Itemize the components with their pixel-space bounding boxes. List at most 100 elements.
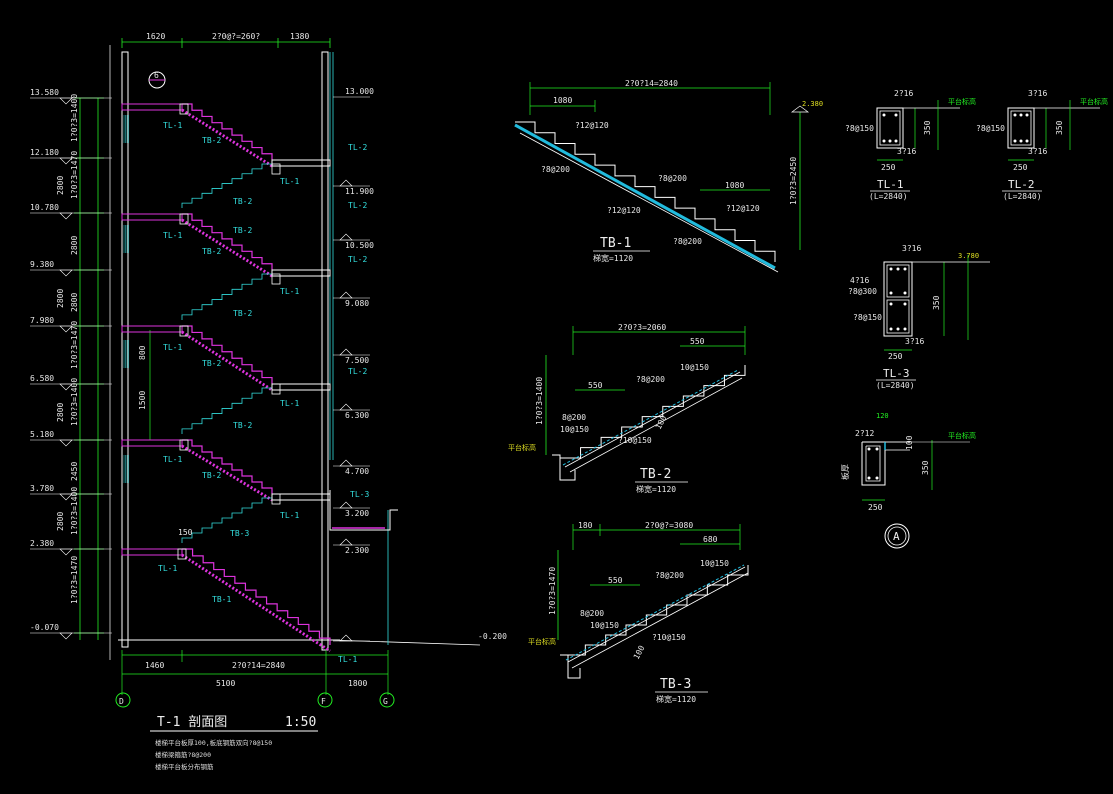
left-dim-a-1: 1?0?3=1470 xyxy=(70,151,79,199)
tb-label-5: TB-3 xyxy=(230,529,249,538)
elev-left-0: 13.580 xyxy=(30,88,59,97)
elev-right-0: 11.900 xyxy=(345,187,374,196)
tb-label-2: TB-2 xyxy=(202,359,221,368)
tl2-title: TL-2 xyxy=(1008,178,1035,191)
left-dim-texts: 1?0?3=14001?0?3=147028002800280028001?0?… xyxy=(56,94,79,604)
a-w: 250 xyxy=(868,503,883,512)
elev-right-6: 3.200 xyxy=(345,509,369,518)
note-2: 楼梯梁箍筋?8@200 xyxy=(155,750,211,759)
tl2-w: 250 xyxy=(1013,163,1028,172)
a-dim-side: 100 xyxy=(905,435,914,450)
detail-mark: 6 xyxy=(154,71,159,80)
tb2-dim-b: 550 xyxy=(588,381,603,390)
right-elevations: 11.90010.5009.0807.5006.3004.7003.2002.3… xyxy=(333,87,507,642)
tb3-marker: 平台标高 xyxy=(528,637,556,646)
tl2-bot: 3?16 xyxy=(1028,147,1047,156)
tb3-title: TB-3 xyxy=(660,677,691,692)
tl-label-6: TL-1 xyxy=(163,343,182,352)
left-dim-a-5: 1?0?3=1400 xyxy=(70,378,79,426)
elev-right-4: 6.300 xyxy=(345,411,369,420)
a-dim-h: 350 xyxy=(921,460,930,475)
left-elevations: 13.58012.18010.7809.3807.9806.5805.1803.… xyxy=(30,88,112,640)
tl-label-11: TL-1 xyxy=(280,511,299,520)
left-wall xyxy=(121,51,129,648)
a-mark: A xyxy=(893,530,900,543)
tb1-rebar-2: ?8@200 xyxy=(541,165,570,174)
tb1-rebar-1: ?12@120 xyxy=(575,121,609,130)
top-dim-2: 2?0@?=260? xyxy=(212,32,260,41)
bottom-dim-1: 1460 xyxy=(145,661,164,670)
tb-label-0: TB-2 xyxy=(202,136,221,145)
note-3: 楼梯平台板分布钢筋 xyxy=(155,762,214,771)
tl3-w: 250 xyxy=(888,352,903,361)
note-1: 楼梯平台板厚100,板底钢筋双向?8@150 xyxy=(155,738,272,747)
tl-label-12: TL-1 xyxy=(158,564,177,573)
bottom-dim-2: 2?0?14=2840 xyxy=(232,661,285,670)
elev-left-7: 3.780 xyxy=(30,484,54,493)
tl1-len: (L=2840) xyxy=(869,192,908,201)
tb3-top-dim: 2?0@?=3080 xyxy=(645,521,693,530)
tl2-marker: 平台标高 xyxy=(1080,97,1108,106)
tb3-rebar-3: 8@200 xyxy=(580,609,604,618)
tb3-steps xyxy=(560,565,749,679)
tl-label-2: TL-1 xyxy=(280,177,299,186)
elev-left-8: 2.380 xyxy=(30,539,54,548)
elev-left-2: 10.780 xyxy=(30,203,59,212)
tl-label-13: TL-3 xyxy=(350,490,369,499)
a-side: 板厚 xyxy=(840,464,850,480)
tb2-title: TB-2 xyxy=(640,467,671,482)
tb2-left-dim: 1?0?3=1400 xyxy=(535,377,544,425)
tb-label-4: TB-2 xyxy=(233,197,252,206)
bottom-dim-4: 1800 xyxy=(348,679,367,688)
a-top: 2?12 xyxy=(855,429,874,438)
left-dim-a-0: 1?0?3=1400 xyxy=(70,94,79,142)
tb2-width: 梯宽=1120 xyxy=(636,484,676,494)
tl3-len: (L=2840) xyxy=(876,381,915,390)
tl-label-9: TL-1 xyxy=(163,455,182,464)
tl2-len: (L=2840) xyxy=(1003,192,1042,201)
tb1-elev: 2.380 xyxy=(802,100,823,108)
tl1-h: 350 xyxy=(923,120,932,135)
elev-left-5: 6.580 xyxy=(30,374,54,383)
left-dim-a-3: 2800 xyxy=(70,293,79,312)
section-title: T-1 剖面图 xyxy=(157,715,227,730)
tb1-rebar-3: ?8@200 xyxy=(658,174,687,183)
left-dim-b-3: 2800 xyxy=(56,289,65,308)
tb2-rebar-4: 10@150 xyxy=(560,425,589,434)
landing-dim: 150 xyxy=(178,528,193,537)
axis-g: G xyxy=(383,697,388,706)
tl1-title: TL-1 xyxy=(877,178,904,191)
tl2-stir: ?8@150 xyxy=(976,124,1005,133)
tl3-title: TL-3 xyxy=(883,367,910,380)
elev-right-5: 4.700 xyxy=(345,467,369,476)
tb1-rebar-5: ?12@120 xyxy=(726,204,760,213)
tb2-rebar-2: 10@150 xyxy=(680,363,709,372)
left-dim-a-7: 1?0?3=1400 xyxy=(70,487,79,535)
tl1-section: 2?16 3?16 ?8@150 250 350 平台标高 TL-1 (L=28… xyxy=(845,89,976,201)
axis-f: F xyxy=(321,697,326,706)
elev-right-7: 2.300 xyxy=(345,546,369,555)
top-dim-1: 1620 xyxy=(146,32,165,41)
tb3-rebar-2: 10@150 xyxy=(700,559,729,568)
tb2-rebar-3: 8@200 xyxy=(562,413,586,422)
elev-right-2: 9.080 xyxy=(345,299,369,308)
tb1-steps xyxy=(515,121,776,262)
tb1-right-dim: 1?0?3=2450 xyxy=(789,157,798,205)
tb1-top-dim: 2?0?14=2840 xyxy=(625,79,678,88)
tl-labels: TL-1TL-2TL-1TL-1TL-2TL-1TL-1TL-2TL-1TL-1… xyxy=(158,121,369,664)
inner-dim-800: 800 xyxy=(138,345,147,360)
tl-label-10: TL-2 xyxy=(348,367,367,376)
tb1-dim-1080: 1080 xyxy=(553,96,572,105)
tb3-dim-680: 680 xyxy=(703,535,718,544)
tl-label-4: TL-2 xyxy=(348,201,367,210)
tb1-rebar-4: ?12@120 xyxy=(607,206,641,215)
stair-flights xyxy=(121,103,331,653)
tb-label-extra-2: TB-2 xyxy=(233,421,252,430)
tl1-bot: 3?16 xyxy=(897,147,916,156)
tl-label-0: TL-1 xyxy=(163,121,182,130)
tb-label-extra-1: TB-2 xyxy=(233,309,252,318)
tl-label-7: TL-2 xyxy=(348,255,367,264)
tl3-h: 350 xyxy=(932,295,941,310)
tb3-dim-180: 180 xyxy=(578,521,593,530)
